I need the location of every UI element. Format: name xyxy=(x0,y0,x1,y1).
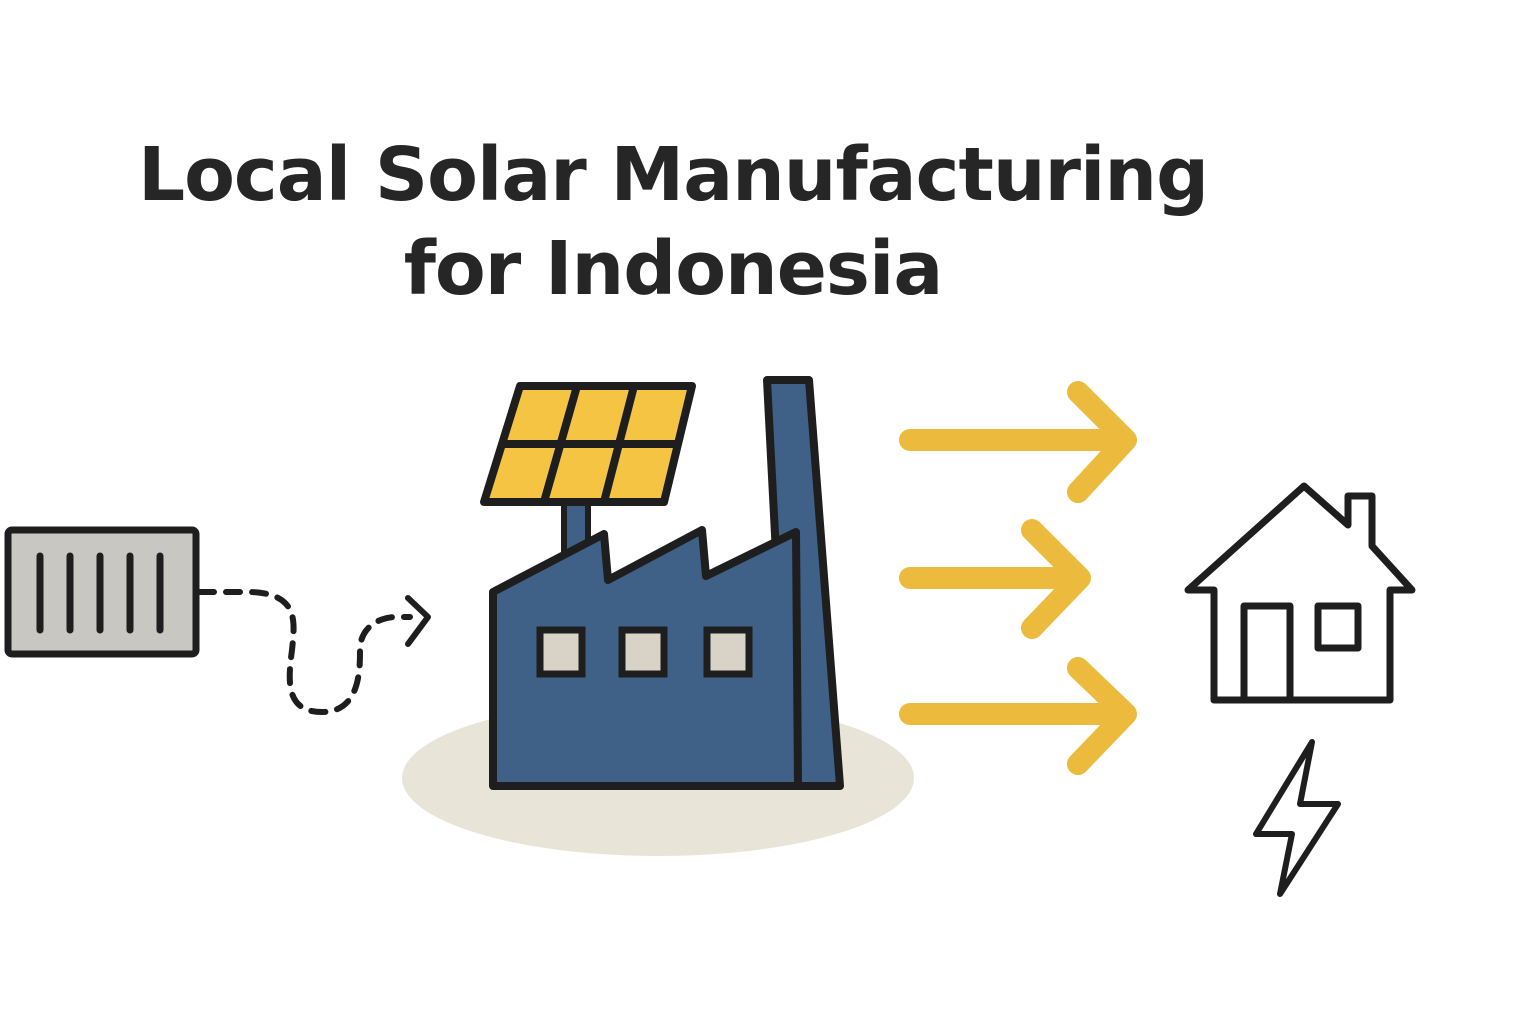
factory-icon xyxy=(489,376,844,790)
house-window xyxy=(1314,602,1362,652)
factory-window xyxy=(536,626,586,678)
title-line-2: for Indonesia xyxy=(403,226,944,312)
factory-window xyxy=(618,626,668,678)
shipping-container-icon xyxy=(4,526,200,658)
diagram-title: Local Solar Manufacturing for Indonesia xyxy=(0,128,1346,316)
arrow-bottom xyxy=(899,657,1137,775)
distribution-arrows-icon xyxy=(899,381,1137,775)
dashed-path-arrow-icon xyxy=(197,588,431,716)
arrow-top xyxy=(899,381,1137,503)
lightning-bolt-icon xyxy=(1253,739,1341,897)
arrow-middle xyxy=(899,519,1091,639)
title-line-1: Local Solar Manufacturing xyxy=(137,132,1209,218)
house-icon xyxy=(1184,482,1416,704)
house-door xyxy=(1240,602,1294,704)
solar-panel-icon xyxy=(480,382,696,506)
factory-window xyxy=(703,626,753,678)
